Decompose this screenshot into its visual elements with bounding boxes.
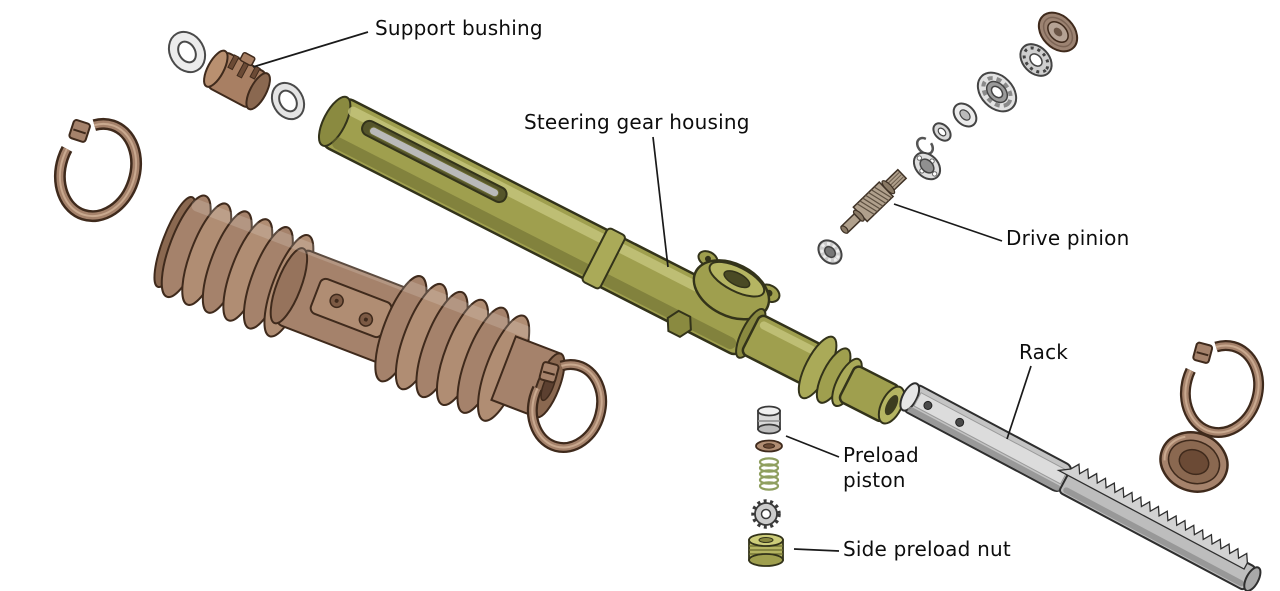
label-support-bushing: Support bushing (375, 16, 543, 40)
steering-gear-housing-part (317, 95, 906, 425)
leader-preload-piston (785, 435, 840, 458)
rack-part (899, 382, 1262, 591)
rack-teeth (1056, 463, 1249, 570)
rack-bushing-cap (1159, 431, 1229, 493)
pinion-upper-bearing (976, 71, 1018, 113)
leader-support-bushing (252, 31, 369, 68)
leader-housing (652, 136, 669, 268)
leader-rack (1006, 365, 1032, 440)
pinion-snap-ring (915, 136, 935, 156)
preload-piston-parts (748, 405, 784, 567)
pinion-lower-bearing (817, 239, 843, 265)
side-preload-nut (748, 533, 784, 567)
preload-spring (758, 457, 780, 491)
leader-lines (252, 31, 1032, 552)
rack-boot-clamp (1179, 339, 1265, 439)
label-preload-piston-line1: Preload (843, 443, 919, 467)
pinion-lock-washer (1019, 43, 1053, 77)
housing-hex-boss (666, 309, 692, 339)
support-bushing-parts (167, 30, 306, 121)
preload-piston (757, 405, 781, 435)
support-bushing (203, 49, 271, 111)
label-preload-piston-line2: piston (843, 468, 906, 492)
drive-pinion-parts (817, 11, 1079, 265)
preload-washer (755, 439, 783, 453)
pinion-cap (1037, 11, 1079, 53)
leader-side-preload-nut (793, 548, 840, 552)
preload-star-washer (751, 499, 781, 529)
label-rack: Rack (1019, 340, 1069, 364)
boot-bellows (153, 194, 566, 422)
support-bushing-washer (167, 30, 207, 74)
leader-drive-pinion (893, 203, 1003, 242)
drive-pinion-shaft (840, 168, 908, 234)
pinion-housing-boss (692, 250, 781, 321)
pinion-washer-2 (932, 122, 952, 142)
boot-clamp-right (526, 358, 608, 454)
label-side-preload-nut: Side preload nut (843, 537, 1011, 561)
housing-slot (361, 119, 508, 204)
label-drive-pinion: Drive pinion (1006, 226, 1130, 250)
label-preload-piston: Preload piston (843, 443, 919, 493)
support-bushing-retainer-ring (270, 81, 306, 121)
pinion-washer-1 (952, 102, 978, 128)
label-steering-gear-housing: Steering gear housing (524, 110, 750, 134)
boot-clamp-left (53, 117, 143, 223)
pinion-bearing-race (912, 151, 942, 181)
